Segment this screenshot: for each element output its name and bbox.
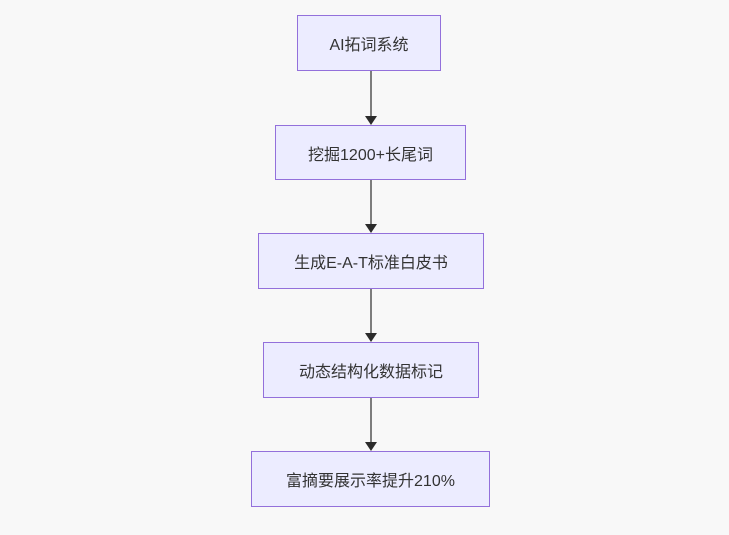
flow-node-structured-data-markup: 动态结构化数据标记 (263, 342, 479, 398)
flow-node-label: 动态结构化数据标记 (298, 364, 443, 381)
flow-node-label: 生成E-A-T标准白皮书 (294, 255, 448, 272)
flow-node-label: 富摘要展示率提升210% (286, 473, 455, 490)
flow-node-longtail-mining: 挖掘1200+长尾词 (275, 125, 466, 180)
arrowhead-down-icon (365, 333, 377, 342)
flow-arrow-n2-n3 (365, 180, 377, 233)
arrow-line (370, 398, 372, 442)
flow-node-ai-word-expansion: AI拓词系统 (297, 15, 441, 71)
flow-arrow-n1-n2 (365, 71, 377, 125)
flow-node-rich-snippet-result: 富摘要展示率提升210% (251, 451, 490, 507)
arrowhead-down-icon (365, 116, 377, 125)
arrowhead-down-icon (365, 224, 377, 233)
flow-node-label: AI拓词系统 (329, 37, 409, 54)
arrow-line (370, 289, 372, 333)
flow-node-label: 挖掘1200+长尾词 (308, 146, 433, 164)
flow-arrow-n3-n4 (365, 289, 377, 342)
flow-arrow-n4-n5 (365, 398, 377, 451)
flow-node-eat-whitepaper: 生成E-A-T标准白皮书 (258, 233, 484, 289)
arrowhead-down-icon (365, 442, 377, 451)
arrow-line (370, 71, 372, 116)
arrow-line (370, 180, 372, 224)
